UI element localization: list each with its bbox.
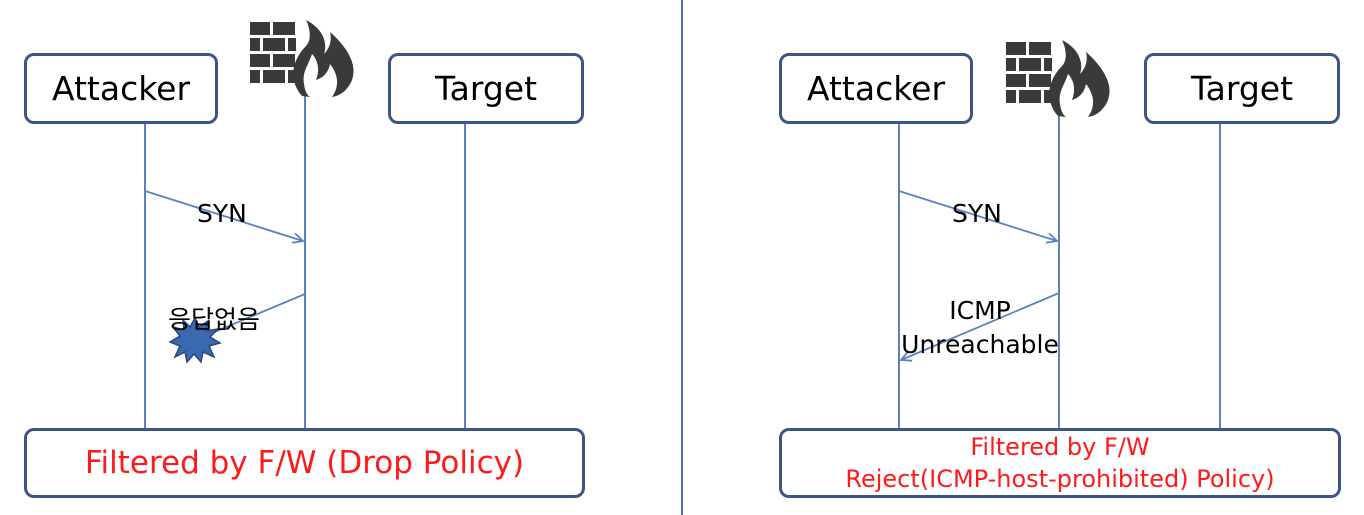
syn-label: SYN — [197, 199, 247, 228]
firewall-icon — [1006, 40, 1110, 117]
attacker-label: Attacker — [51, 69, 191, 108]
firewall-icon — [250, 20, 354, 97]
syn-arrow — [898, 190, 1057, 241]
target-box: Target — [388, 53, 584, 124]
icmp-unreachable-label: ICMP Unreachable — [900, 294, 1060, 362]
syn-label: SYN — [952, 199, 1002, 228]
target-label: Target — [1190, 69, 1294, 108]
result-label-line1: Filtered by F/W — [970, 433, 1150, 461]
drop-policy-result-box: Filtered by F/W (Drop Policy) — [24, 428, 585, 498]
result-label: Filtered by F/W (Drop Policy) — [84, 445, 525, 481]
icmp-label-line1: ICMP — [949, 296, 1011, 325]
sequence-lines — [144, 95, 466, 430]
attacker-box: Attacker — [24, 53, 218, 124]
target-label: Target — [434, 69, 538, 108]
burst-icon — [168, 316, 222, 364]
reject-policy-panel: Attacker Target SYN ICMP Unreachable Fil… — [682, 0, 1364, 515]
attacker-label: Attacker — [806, 69, 946, 108]
syn-arrow — [144, 190, 303, 241]
target-box: Target — [1144, 53, 1340, 124]
attacker-box: Attacker — [779, 53, 973, 124]
result-label-line2: Reject(ICMP-host-prohibited) Policy) — [845, 465, 1275, 493]
dropped-response-line — [199, 293, 306, 339]
reject-policy-result-box: Filtered by F/W Reject(ICMP-host-prohibi… — [779, 428, 1341, 498]
icmp-label-line2: Unreachable — [901, 330, 1059, 359]
drop-policy-panel: Attacker Target SYN 응답없음 Filtered by F/W… — [24, 20, 585, 498]
panel-divider — [681, 0, 683, 515]
sequence-lines — [898, 112, 1221, 430]
icmp-unreachable-arrow — [901, 292, 1060, 360]
no-response-label: 응답없음 — [168, 305, 261, 334]
